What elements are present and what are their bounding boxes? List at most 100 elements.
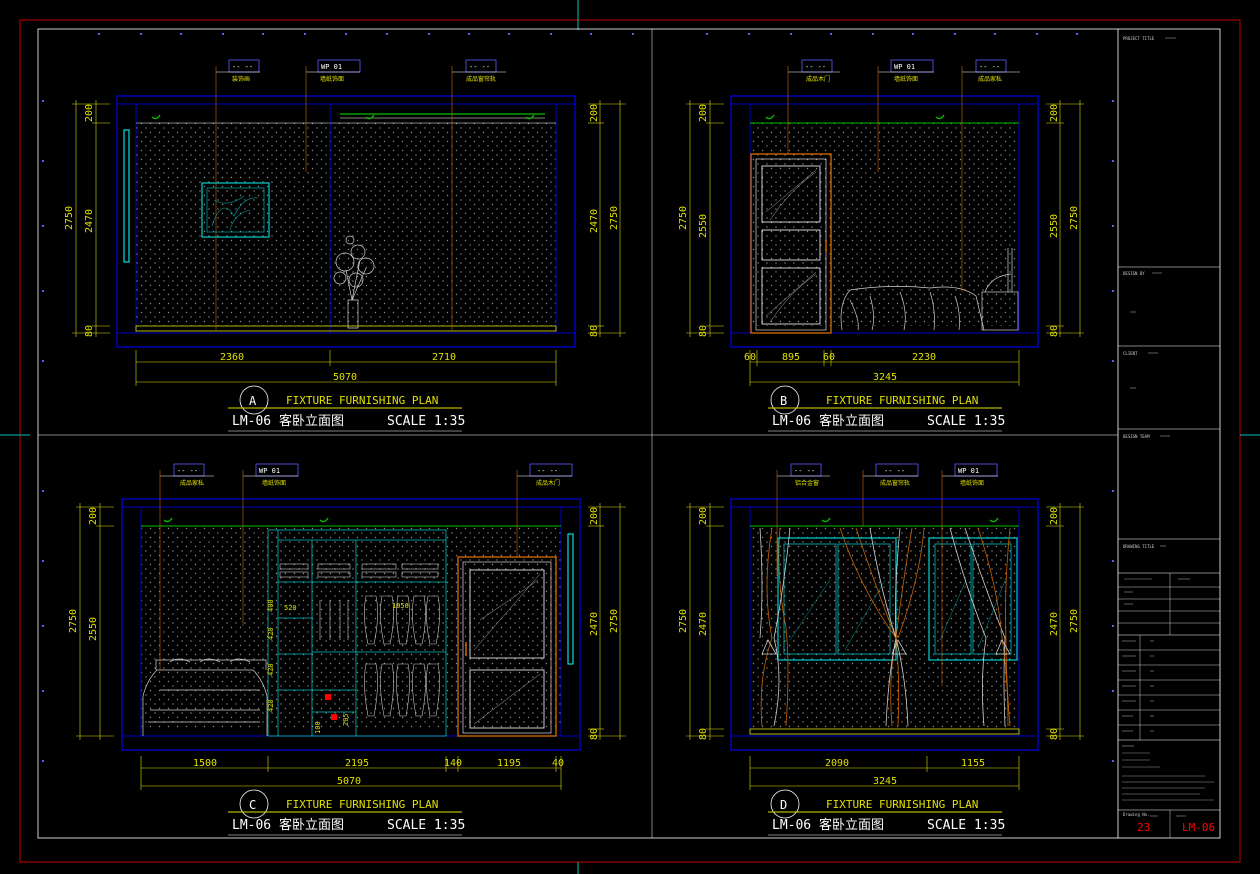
b-dim-right-outer: 2750 [1069,206,1080,230]
svg-text:420: 420 [267,663,275,676]
a-dim-left-top: 200 [84,104,95,122]
tb-drawing-code: LM-06 [1182,821,1215,834]
d-dim-left-top: 200 [698,507,709,525]
a-dim-right-bottom: 80 [589,325,600,337]
b-title-block: B FIXTURE FURNISHING PLAN LM-06 客卧立面图 SC… [768,385,1005,432]
c-subtitle: LM-06 客卧立面图 [232,817,344,833]
drawing-border [37,28,1221,839]
a-dims [72,100,626,386]
c-tag-2: 墙纸饰面 [262,479,286,487]
b-tag-1: 成品木门 [806,75,830,83]
c-letter: C [249,798,256,812]
elevation-a: -- -- 装饰画 WP 01 墙纸饰面 -- -- 成品窗帘轨 [64,59,626,432]
a-tag-1: 装饰画 [232,75,250,83]
b-scale: SCALE 1:35 [927,414,1005,429]
a-skirting [135,325,557,332]
c-dim-right-inner: 2470 [589,612,600,636]
b-dim-left-bottom: 80 [698,325,709,337]
c-dim-bottom-4: 1195 [497,758,521,769]
d-dim-total: 3245 [873,776,897,787]
c-tags: -- -- 成品家私 WP 01 墙纸饰面 -- -- 成品木门 [159,463,573,670]
b-dim-bottom-4: 2230 [912,352,936,363]
a-painting [201,182,270,238]
c-dim-left-top: 200 [88,507,99,525]
d-dim-bottom-1: 2090 [825,758,849,769]
elevation-d: -- -- 铝合金窗 -- -- 成品窗帘轨 WP 01 墙纸饰面 [678,463,1084,836]
d-dim-bottom-2: 1155 [961,758,985,769]
d-dim-right-outer: 2750 [1069,609,1080,633]
svg-text:420: 420 [267,627,275,640]
a-dim-bottom-2: 2710 [432,352,456,363]
border-ticks [42,33,1114,762]
svg-text:-- --: -- -- [794,467,815,475]
a-dim-right-top: 200 [589,104,600,122]
a-scale: SCALE 1:35 [387,414,465,429]
title-block: PROJECT TITLE DESIGN BY CLIENT DESIGN TE… [1117,29,1220,838]
tb-drawing-title-label: DRAWING TITLE [1123,544,1155,549]
c-dim-right-bottom: 80 [589,728,600,740]
a-subtitle: LM-06 客卧立面图 [232,413,344,429]
d-dim-right-inner: 2470 [1049,612,1060,636]
a-dim-left-bottom: 80 [84,325,95,337]
a-letter: A [249,394,257,408]
c-dim-right-top: 200 [589,507,600,525]
svg-text:205: 205 [342,713,350,726]
elevation-c: 520 1050 400 420 420 420 205 100 -- -- 成… [68,463,626,836]
d-dim-right-top: 200 [1049,507,1060,525]
d-tags: -- -- 铝合金窗 -- -- 成品窗帘轨 WP 01 墙纸饰面 [776,463,998,686]
b-subtitle: LM-06 客卧立面图 [772,413,884,429]
a-tags: -- -- 装饰画 WP 01 墙纸饰面 -- -- 成品窗帘轨 [215,59,506,330]
b-dim-bottom-2: 895 [782,352,800,363]
c-dim-bottom-3: 140 [444,758,462,769]
d-dim-left-outer: 2750 [678,609,689,633]
d-tag-3: 墙纸饰面 [960,479,984,487]
d-dim-left-bottom: 80 [698,728,709,740]
d-tag-2: 成品窗帘轨 [880,479,910,487]
tb-project-title-label: PROJECT TITLE [1123,36,1155,41]
svg-text:-- --: -- -- [537,467,558,475]
c-wardrobe-dims: 520 1050 400 420 420 420 205 100 [267,599,409,734]
d-title-block: D FIXTURE FURNISHING PLAN LM-06 客卧立面图 SC… [768,789,1005,836]
svg-text:420: 420 [267,699,275,712]
svg-text:WP 01: WP 01 [259,467,280,475]
d-tag-1: 铝合金窗 [795,479,819,487]
a-dim-bottom-1: 2360 [220,352,244,363]
a-dim-right-inner: 2470 [589,209,600,233]
svg-text:100: 100 [314,721,322,734]
svg-text:WP 01: WP 01 [321,63,342,71]
a-wallpaper-field [136,123,556,326]
svg-text:520: 520 [284,604,297,612]
c-dim-bottom-2: 2195 [345,758,369,769]
a-dim-total: 5070 [333,372,357,383]
svg-text:400: 400 [267,599,275,612]
c-wallpaper-field [141,526,561,729]
c-scale: SCALE 1:35 [387,818,465,833]
c-dim-right-outer: 2750 [609,609,620,633]
c-wardrobe [267,529,447,737]
b-title: FIXTURE FURNISHING PLAN [826,394,978,407]
a-dim-right-outer: 2750 [609,206,620,230]
b-tags: -- -- 成品木门 WP 01 墙纸饰面 -- -- 成品家私 [787,59,1020,292]
c-dim-bottom-1: 1500 [193,758,217,769]
b-tag-3: 成品家私 [978,75,1002,83]
d-letter: D [780,798,787,812]
a-tag-3: 成品窗帘轨 [466,75,496,83]
a-flower-vase [333,235,375,329]
tb-design-by-label: DESIGN BY [1123,271,1145,276]
elevation-b: -- -- 成品木门 WP 01 墙纸饰面 -- -- 成品家私 [678,59,1084,432]
c-dim-bottom-5: 40 [552,758,564,769]
svg-text:WP 01: WP 01 [894,63,915,71]
b-bed [840,248,1019,331]
a-title: FIXTURE FURNISHING PLAN [286,394,438,407]
svg-text:1050: 1050 [392,602,409,610]
b-tag-2: 墙纸饰面 [894,75,918,83]
svg-text:-- --: -- -- [469,63,490,71]
b-dim-bottom-3: 60 [823,352,835,363]
b-letter: B [780,394,787,408]
b-dim-left-outer: 2750 [678,206,689,230]
tb-drawing-no-label: Drawing No. [1123,812,1150,817]
tb-client-label: CLIENT [1123,351,1138,356]
a-dim-left-inner: 2470 [84,209,95,233]
c-tag-1: 成品家私 [180,479,204,487]
